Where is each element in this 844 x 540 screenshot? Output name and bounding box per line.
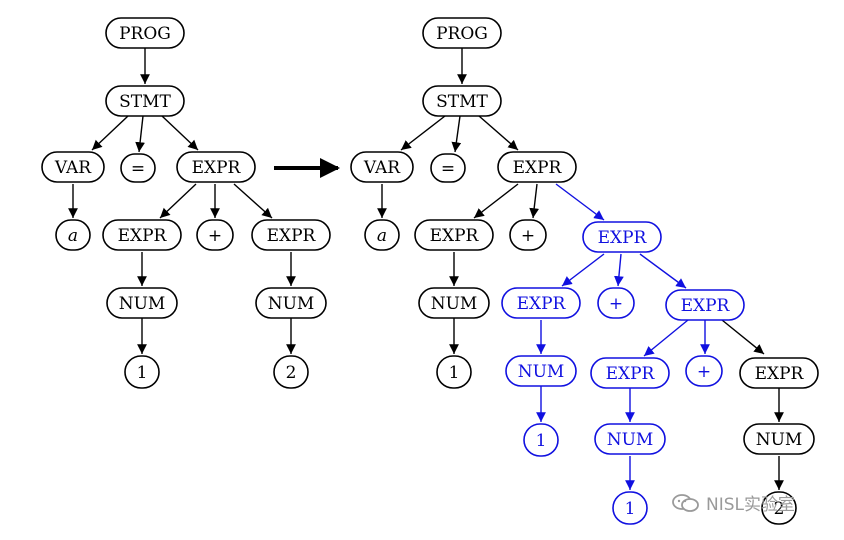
right-a-node: a: [364, 219, 400, 251]
right-expr-rr-label: EXPR: [681, 296, 731, 316]
right-one-l-label: 1: [449, 363, 460, 383]
right-expr-rrl-node: EXPR: [590, 357, 670, 389]
right-num-rrr-label: NUM: [756, 430, 803, 450]
right-num-rrr-node: NUM: [743, 423, 815, 455]
right-two-label: 2: [774, 499, 785, 519]
wechat-icon: [672, 493, 700, 513]
right-num-rrl-node: NUM: [594, 423, 666, 455]
right-one-rl-node: 1: [523, 423, 559, 457]
right-expr-l-label: EXPR: [430, 226, 480, 246]
left-prog-node: PROG: [105, 17, 185, 49]
right-one-rrl-label: 1: [625, 499, 636, 519]
right-one-rrl-node: 1: [612, 491, 648, 525]
right-expr-r-label: EXPR: [598, 228, 648, 248]
watermark-text: NISL实验室: [706, 495, 795, 515]
right-equals-label: =: [441, 159, 455, 179]
right-num-l-label: NUM: [431, 294, 478, 314]
right-expr-node: EXPR: [497, 151, 577, 183]
left-tree-edges: [68, 48, 296, 354]
right-expr-rrr-label: EXPR: [755, 364, 805, 384]
right-expr-rrr-node: EXPR: [739, 357, 819, 389]
left-two-label: 2: [286, 363, 297, 383]
right-a-label: a: [377, 226, 387, 246]
left-one-label: 1: [137, 363, 148, 383]
left-plus-node: +: [196, 219, 234, 251]
right-equals-node: =: [430, 153, 466, 183]
right-expr-l-node: EXPR: [414, 219, 494, 251]
right-two-node: 2: [761, 491, 797, 525]
left-plus-label: +: [208, 226, 222, 246]
left-num-r-label: NUM: [268, 294, 315, 314]
right-var-node: VAR: [350, 151, 414, 183]
right-prog-node: PROG: [422, 17, 502, 49]
left-two-node: 2: [273, 355, 309, 389]
left-num-r-node: NUM: [255, 287, 327, 319]
right-expr-label: EXPR: [513, 158, 563, 178]
right-stmt-node: STMT: [422, 85, 502, 117]
right-num-l-node: NUM: [418, 287, 490, 319]
left-expr-l-node: EXPR: [102, 219, 182, 251]
right-expr-rl-label: EXPR: [517, 294, 567, 314]
right-num-rl-node: NUM: [505, 355, 577, 387]
left-prog-label: PROG: [119, 24, 171, 44]
left-expr-r-node: EXPR: [251, 219, 331, 251]
watermark: NISL实验室: [672, 490, 795, 515]
left-a-node: a: [55, 219, 91, 251]
left-num-l-label: NUM: [119, 294, 166, 314]
right-num-rl-label: NUM: [518, 362, 565, 382]
right-plus-r-label: +: [609, 294, 623, 314]
right-expr-r-node: EXPR: [582, 221, 662, 253]
right-expr-rl-node: EXPR: [501, 287, 581, 319]
right-one-l-node: 1: [436, 355, 472, 389]
left-equals-label: =: [131, 159, 145, 179]
right-prog-label: PROG: [436, 24, 488, 44]
right-expr-rr-node: EXPR: [665, 289, 745, 321]
left-expr-r-label: EXPR: [267, 226, 317, 246]
right-num-rrl-label: NUM: [607, 430, 654, 450]
left-a-label: a: [68, 226, 78, 246]
left-one-node: 1: [124, 355, 160, 389]
left-equals-node: =: [120, 153, 156, 183]
left-var-node: VAR: [41, 151, 105, 183]
left-expr-label: EXPR: [192, 158, 242, 178]
left-expr-l-label: EXPR: [118, 226, 168, 246]
right-var-label: VAR: [363, 158, 401, 178]
left-num-l-node: NUM: [106, 287, 178, 319]
left-expr-node: EXPR: [176, 151, 256, 183]
right-plus-r-node: +: [597, 287, 635, 319]
right-plus-node: +: [509, 219, 547, 251]
left-var-label: VAR: [54, 158, 92, 178]
right-plus-rr-label: +: [697, 362, 711, 382]
right-plus-rr-node: +: [685, 355, 723, 387]
right-expr-rrl-label: EXPR: [606, 364, 656, 384]
right-one-rl-label: 1: [536, 431, 547, 451]
right-stmt-label: STMT: [436, 92, 488, 112]
right-plus-label: +: [521, 226, 535, 246]
right-tree-edges: [377, 48, 784, 490]
left-stmt-label: STMT: [119, 92, 171, 112]
left-stmt-node: STMT: [105, 85, 185, 117]
